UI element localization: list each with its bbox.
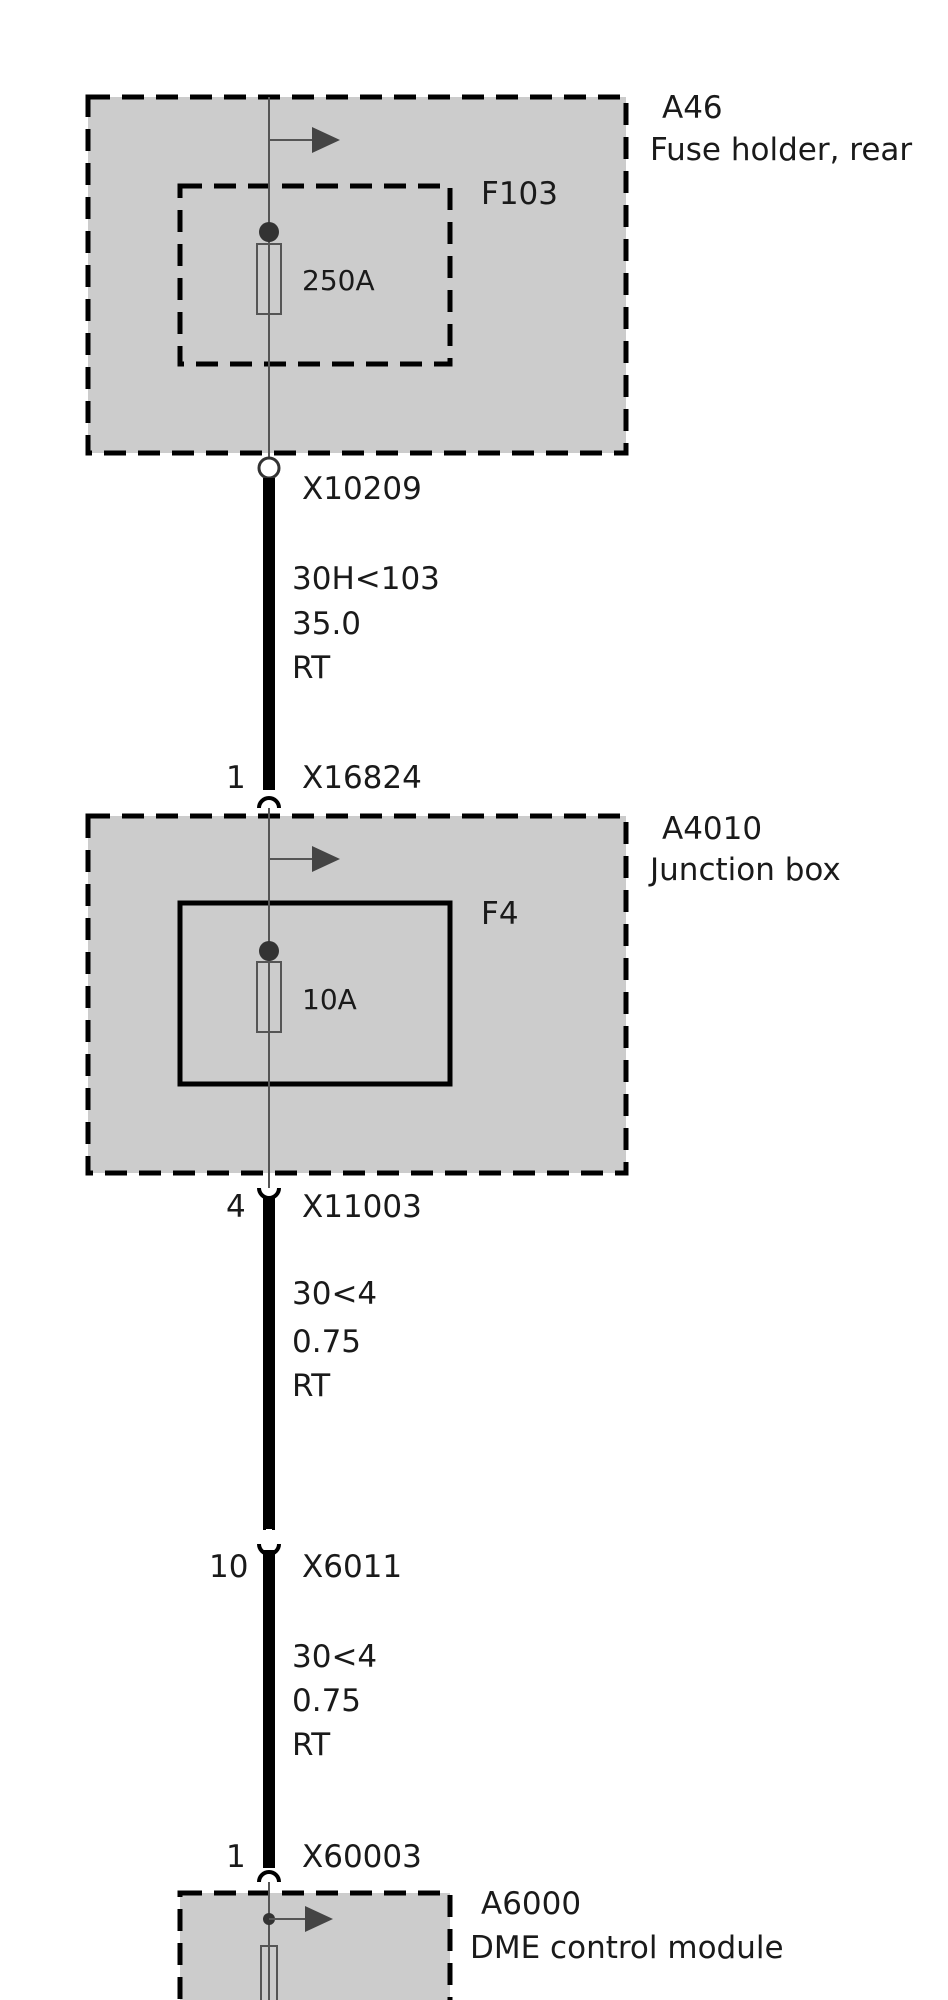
dme-control-module-box [177, 1890, 453, 2000]
connector-x16824-symbol [257, 796, 281, 809]
wire-2-color: RT [292, 1368, 331, 1404]
connector-x6011-pin: 10 [209, 1549, 248, 1585]
component-a46-id: A46 [662, 90, 723, 126]
wire-1-color: RT [292, 650, 331, 686]
component-a6000-id: A6000 [481, 1886, 581, 1922]
branch-arrow-icon [312, 846, 340, 872]
fuse-icon [256, 961, 282, 1033]
connector-x16824-pin: 1 [226, 760, 246, 796]
terminal-x10209 [257, 456, 281, 480]
component-a4010-id: A4010 [662, 811, 762, 847]
connector-x16824-id: X16824 [302, 760, 422, 796]
connector-x6011-id: X6011 [302, 1549, 402, 1585]
junction-box [85, 813, 629, 1176]
component-a4010: 10A F4 A4010 Junction box [85, 808, 841, 1188]
connector-x11003-pin: 4 [226, 1189, 246, 1225]
component-a4010-description: Junction box [648, 852, 841, 888]
fuse-f103-box [177, 183, 453, 367]
connector-x60003-pin: 1 [226, 1839, 246, 1875]
connector-x11003-id: X11003 [302, 1189, 422, 1225]
wire-1-cross-section: 35.0 [292, 606, 361, 642]
wire-2-cross-section: 0.75 [292, 1324, 361, 1360]
connector-x60003-id: X60003 [302, 1839, 422, 1875]
connector-x10209-id: X10209 [302, 471, 422, 507]
junction-dot [259, 941, 279, 961]
junction-dot [259, 222, 279, 242]
fuse-f4-id: F4 [481, 896, 519, 932]
component-a46: 250A F103 A46 Fuse holder, rear [85, 90, 912, 460]
component-a6000: A6000 DME control module [177, 1882, 784, 2000]
branch-arrow-icon [312, 127, 340, 153]
fuse-f4-box [177, 900, 453, 1087]
branch-arrow-icon [305, 1906, 333, 1932]
wire-3-color: RT [292, 1727, 331, 1763]
component-a46-description: Fuse holder, rear [650, 132, 912, 168]
wire-2-signal: 30<4 [292, 1276, 377, 1312]
fuse-holder-rear-box [85, 94, 629, 456]
component-a6000-description: DME control module [470, 1930, 784, 1966]
wire-3-signal: 30<4 [292, 1639, 377, 1675]
wire-1-signal: 30H<103 [292, 561, 440, 597]
wire-3-cross-section: 0.75 [292, 1683, 361, 1719]
connector-x60003-symbol [257, 1870, 281, 1883]
fuse-f103-rating: 250A [302, 264, 375, 297]
component-symbol [260, 1945, 278, 2000]
fuse-icon [256, 243, 282, 315]
fuse-f103-id: F103 [481, 176, 558, 212]
fuse-f4-rating: 10A [302, 983, 357, 1016]
